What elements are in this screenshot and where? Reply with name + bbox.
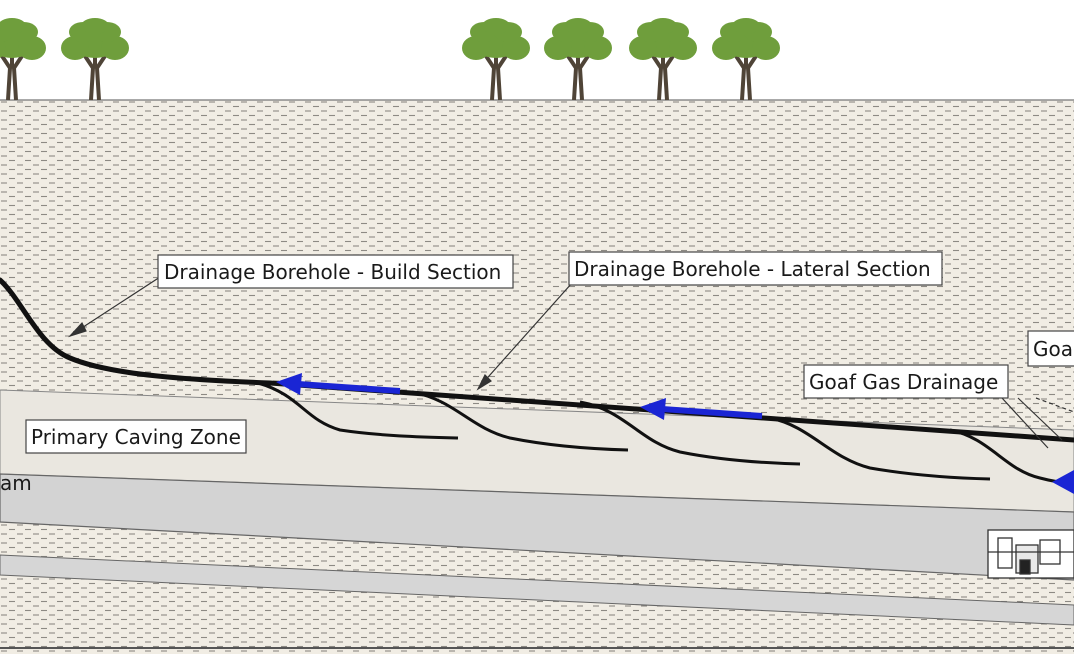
leader-line-goaf [1017, 397, 1063, 441]
coal-seam [0, 473, 1074, 581]
leader-line-build [73, 276, 161, 334]
label-goaf-partial-text: Goa [1033, 337, 1073, 361]
longwall-shearer-icon [987, 529, 1074, 579]
blue-flow-arrow-icon [276, 373, 302, 395]
tree-icon [712, 18, 780, 101]
lower-seam-band [0, 554, 1074, 626]
tree-icon [462, 18, 530, 101]
tree-icon [61, 18, 129, 101]
main-drainage-borehole [0, 277, 1074, 443]
leader-line-goaf [1001, 397, 1049, 449]
lateral-branch [257, 381, 459, 440]
label-goaf-gas-drainage-text: Goaf Gas Drainage [809, 370, 998, 394]
lateral-branch [579, 400, 801, 466]
tree-icon [0, 18, 46, 101]
flow-arrow-shaft [297, 381, 401, 394]
tree-row [0, 18, 780, 101]
label-primary-caving-zone-text: Primary Caving Zone [31, 425, 241, 449]
lateral-branch [411, 390, 629, 452]
blue-flow-arrow-icon [1052, 470, 1074, 494]
label-goaf-gas-drainage: Goaf Gas Drainage [803, 364, 1009, 399]
leader-line-lateral [480, 282, 573, 386]
lateral-branch [769, 416, 991, 481]
label-build-section: Drainage Borehole - Build Section [157, 254, 514, 289]
label-build-section-text: Drainage Borehole - Build Section [164, 260, 501, 284]
blue-flow-arrow-icon [640, 398, 666, 420]
arrowhead-icon [68, 321, 87, 338]
label-lateral-section-text: Drainage Borehole - Lateral Section [574, 257, 931, 281]
label-lateral-section: Drainage Borehole - Lateral Section [568, 251, 943, 286]
tree-icon [629, 18, 697, 101]
label-goaf-partial: Goa [1027, 330, 1074, 367]
flow-arrow-shaft [661, 406, 763, 419]
leader-lines [68, 276, 1074, 449]
label-primary-caving-zone: Primary Caving Zone [25, 419, 247, 454]
flow-arrows [276, 373, 1074, 494]
label-seam-partial-text: am [0, 471, 32, 495]
tree-icon [544, 18, 612, 101]
arrowhead-icon [476, 373, 492, 391]
